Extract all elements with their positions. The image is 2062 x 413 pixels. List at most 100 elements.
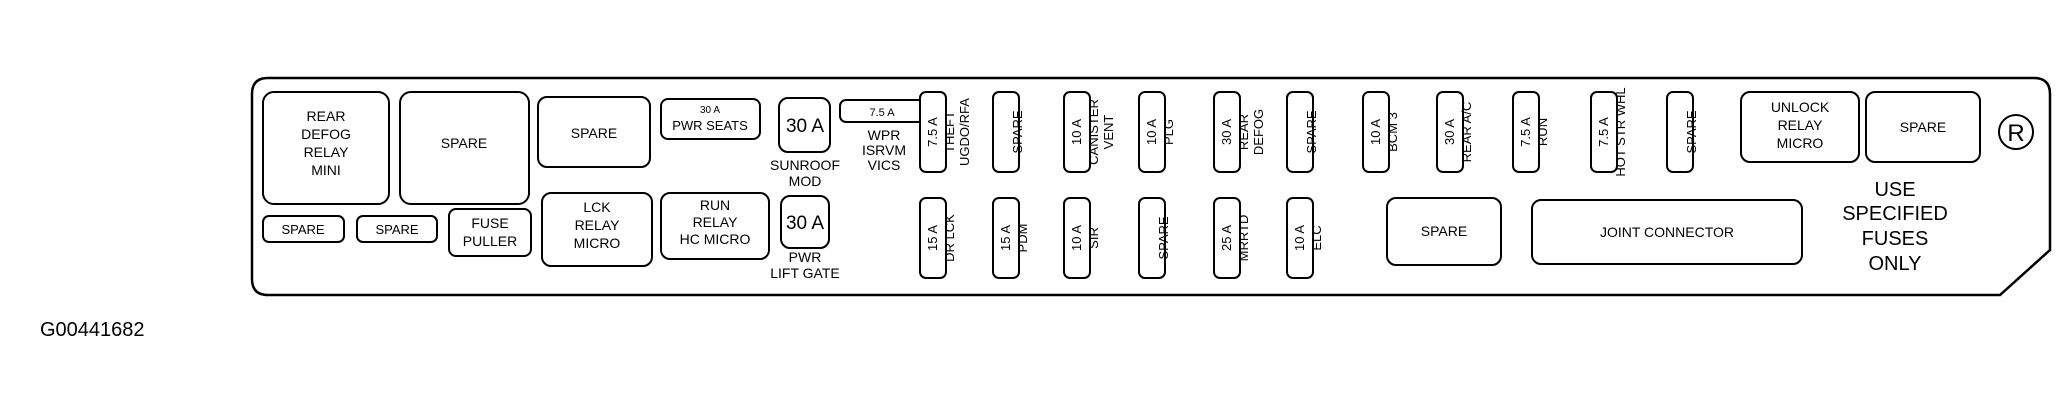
wpr-rating: 7.5 A — [869, 107, 895, 119]
top-fuse-rating: 30 A — [1442, 119, 1457, 145]
spare-mini-1-label: SPARE — [281, 222, 324, 237]
top-fuse-name: PLG — [1161, 119, 1176, 145]
bottom-fuse-rating: 15 A — [925, 225, 940, 251]
top-fuse-name: REAR A/C — [1459, 102, 1474, 163]
lck-relay-label-1: LCK — [583, 199, 611, 215]
top-fuse-body — [1362, 91, 1390, 173]
figure-id: G00441682 — [40, 319, 145, 341]
pwr-lift-fuse — [780, 195, 830, 249]
sunroof-rating: 30 A — [786, 116, 824, 137]
top-fuse-name: REAR — [1236, 114, 1251, 150]
top-fuse-rating: 10 A — [1069, 119, 1084, 145]
top-fuse-body — [992, 91, 1020, 173]
top-fuse-name: BCM 3 — [1385, 112, 1400, 152]
top-fuse-spare: SPARE — [992, 91, 1025, 173]
run-relay-label-3: HC MICRO — [680, 231, 751, 247]
bottom-fuse-rating: 25 A — [1219, 225, 1234, 251]
bottom-fuse-name: PDM — [1015, 224, 1030, 253]
sunroof-name-2: MOD — [789, 173, 822, 189]
spare-relay-large — [399, 91, 530, 205]
fuse-puller-label-2: PULLER — [463, 233, 517, 249]
bottom-fuse-body — [1286, 197, 1314, 279]
run-relay-label-1: RUN — [700, 197, 730, 213]
rear-defog-relay-label: REAR DEFOG RELAY MINI — [301, 108, 351, 178]
lck-relay-label-3: MICRO — [574, 235, 621, 251]
top-fuse-rating: 7.5 A — [925, 117, 940, 147]
lck-relay — [541, 192, 653, 267]
top-fuse-name: SPARE — [1304, 110, 1319, 153]
bottom-fuse-spare: SPARE — [1138, 197, 1171, 279]
svg-text:FUSES: FUSES — [1862, 228, 1929, 250]
bottom-fuse-name: ELC — [1309, 225, 1324, 250]
top-fuse-name: SPARE — [1684, 110, 1699, 153]
lck-relay-label-2: RELAY — [575, 217, 621, 233]
fuse-puller-label-1: FUSE — [471, 215, 508, 231]
pwr-lift-name-1: PWR — [789, 249, 822, 265]
top-fuse-name: THEFT — [942, 111, 957, 153]
bottom-fuse-body — [992, 197, 1020, 279]
spare-relay-right — [1865, 91, 1981, 163]
top-fuse-spare: SPARE — [1286, 91, 1319, 173]
spare-mini-1 — [262, 215, 345, 243]
top-fuse-spare: SPARE — [1666, 91, 1699, 173]
svg-text:RELAY: RELAY — [304, 144, 350, 160]
spare-relay-lower — [1386, 197, 1502, 266]
pwr-seats-name: PWR SEATS — [672, 118, 748, 133]
pwr-lift-rating: 30 A — [786, 213, 824, 234]
top-fuse-rating: 30 A — [1219, 119, 1234, 145]
top-fuse-name: VENT — [1101, 115, 1116, 150]
top-fuse-name: RUN — [1535, 118, 1550, 146]
unlock-relay-label-1: UNLOCK — [1771, 99, 1830, 115]
top-fuse-body — [1666, 91, 1694, 173]
top-fuse-rating: 10 A — [1368, 119, 1383, 145]
spare-mini-2-label: SPARE — [375, 222, 418, 237]
top-fuse-name: HOT STR WHL — [1613, 87, 1628, 176]
svg-text:MINI: MINI — [311, 162, 341, 178]
registered-mark-circle — [1998, 114, 2034, 150]
svg-text:DEFOG: DEFOG — [301, 126, 351, 142]
run-relay — [660, 192, 770, 260]
fuse-notice: USE SPECIFIED FUSES ONLY — [1842, 179, 1948, 275]
joint-connector — [1531, 199, 1803, 265]
top-fuse-body — [1138, 91, 1166, 173]
bottom-fuse-name: SIR — [1086, 227, 1101, 249]
top-fuse-rating: 10 A — [1144, 119, 1159, 145]
top-fuse-body — [1286, 91, 1314, 173]
run-relay-label-2: RELAY — [693, 214, 739, 230]
wpr-name-3: VICS — [868, 157, 901, 173]
spare-relay-medium-label: SPARE — [571, 125, 617, 141]
top-fuse-rating: 7.5 A — [1518, 117, 1533, 147]
svg-text:USE: USE — [1874, 179, 1915, 201]
bottom-fuse-name: MRRTD — [1236, 215, 1251, 262]
top-fuse-body — [1213, 91, 1241, 173]
unlock-relay-label-3: MICRO — [1777, 135, 1824, 151]
wpr-name-1: WPR — [868, 127, 901, 143]
svg-text:REAR: REAR — [307, 108, 346, 124]
svg-text:ONLY: ONLY — [1869, 253, 1922, 275]
unlock-relay — [1740, 91, 1860, 163]
spare-relay-large-label: SPARE — [441, 135, 487, 151]
top-fuse-name: CANISTER — [1086, 99, 1101, 165]
registered-mark: R — [2007, 120, 2024, 147]
spare-relay-lower-label: SPARE — [1421, 223, 1467, 239]
top-fuse-name: UGDO/RFA — [957, 98, 972, 166]
top-fuse-body — [1512, 91, 1540, 173]
bottom-fuse-body — [1138, 197, 1166, 279]
svg-text:SPECIFIED: SPECIFIED — [1842, 203, 1948, 225]
bottom-fuse-body — [1213, 197, 1241, 279]
top-fuse-body — [1436, 91, 1464, 173]
top-fuse-name: SPARE — [1010, 110, 1025, 153]
wpr-name-2: ISRVM — [862, 142, 906, 158]
pwr-lift-name-2: LIFT GATE — [770, 265, 840, 281]
